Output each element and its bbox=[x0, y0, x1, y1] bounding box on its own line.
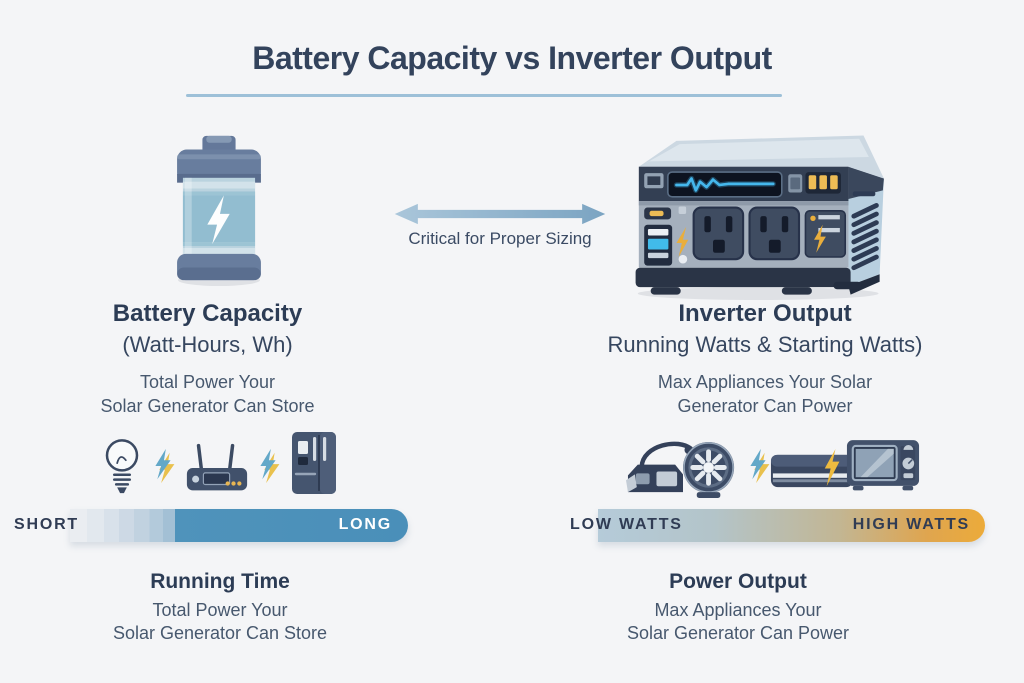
page-title: Battery Capacity vs Inverter Output bbox=[252, 40, 772, 76]
battery-section-text: Battery Capacity (Watt-Hours, Wh) Total … bbox=[25, 299, 390, 418]
running-time-description-line1: Total Power Your bbox=[152, 600, 288, 620]
bolt-icon bbox=[155, 448, 175, 484]
battery-description-line1: Total Power Your bbox=[139, 372, 276, 392]
microwave-icon bbox=[846, 440, 920, 491]
title-underline bbox=[186, 94, 782, 97]
double-headed-arrow-icon bbox=[394, 203, 606, 225]
battery-description-line2: Solar Generator Can Store bbox=[100, 396, 315, 416]
power-output-description: Max Appliances Your Solar Generator Can … bbox=[548, 599, 928, 645]
power-output-bar-end-label: HIGH WATTS bbox=[852, 516, 970, 533]
running-time-heading: Running Time bbox=[150, 570, 290, 593]
power-tool-and-fan-icon bbox=[626, 441, 735, 498]
lightbulb-icon bbox=[105, 439, 139, 494]
battery-heading: Battery Capacity bbox=[112, 300, 303, 327]
running-time-description: Total Power Your Solar Generator Can Sto… bbox=[40, 599, 400, 645]
power-output-description-line2: Solar Generator Can Power bbox=[626, 623, 850, 643]
power-output-gradient-bar bbox=[598, 509, 985, 542]
battery-icon bbox=[177, 135, 261, 287]
portable-power-station-icon bbox=[635, 135, 884, 300]
running-time-gradient-bar bbox=[70, 509, 408, 542]
air-conditioner-icon bbox=[770, 448, 854, 488]
power-output-description-line1: Max Appliances Your bbox=[654, 600, 822, 620]
inverter-description: Max Appliances Your Solar Generator Can … bbox=[555, 370, 975, 418]
inverter-section-text: Inverter Output Running Watts & Starting… bbox=[555, 299, 975, 418]
inverter-description-line1: Max Appliances Your Solar bbox=[657, 372, 873, 392]
inverter-subheading: Running Watts & Starting Watts) bbox=[607, 332, 923, 357]
power-output-bar-start-label: LOW WATTS bbox=[570, 516, 683, 533]
running-time-description-line2: Solar Generator Can Store bbox=[112, 623, 328, 643]
arrow-caption: Critical for Proper Sizing bbox=[408, 229, 592, 248]
inverter-description-line2: Generator Can Power bbox=[677, 396, 853, 416]
running-time-footer: Running Time Total Power Your Solar Gene… bbox=[40, 569, 400, 645]
power-output-footer: Power Output Max Appliances Your Solar G… bbox=[548, 569, 928, 645]
bolt-icon bbox=[750, 448, 770, 484]
running-time-bar-start-label: SHORT bbox=[14, 516, 79, 533]
inverter-heading: Inverter Output bbox=[678, 300, 852, 327]
battery-description: Total Power Your Solar Generator Can Sto… bbox=[25, 370, 390, 418]
wifi-router-icon bbox=[186, 443, 248, 491]
bolt-icon bbox=[260, 448, 280, 484]
power-output-heading: Power Output bbox=[669, 570, 807, 593]
battery-subheading: (Watt-Hours, Wh) bbox=[122, 332, 293, 357]
running-time-bar-end-label: LONG bbox=[338, 516, 392, 533]
refrigerator-icon bbox=[292, 432, 336, 494]
